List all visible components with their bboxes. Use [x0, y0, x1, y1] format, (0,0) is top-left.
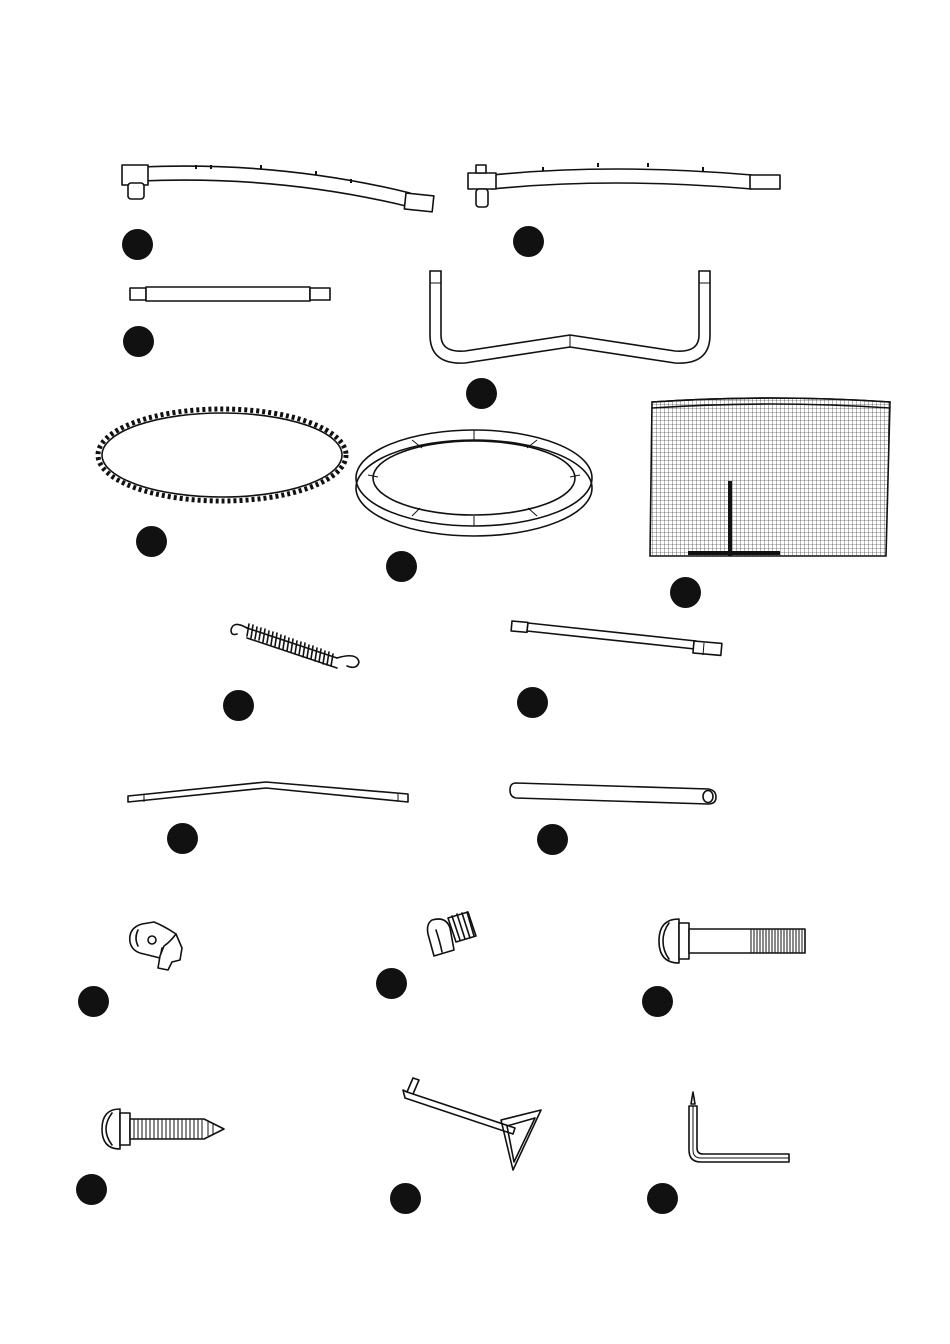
safety-pad-icon [352, 420, 597, 540]
enclosure-pole-icon [508, 615, 728, 660]
part-14-marker [642, 986, 673, 1017]
curved-frame-tube-t-joint-icon [462, 155, 792, 215]
safety-net-icon [640, 396, 895, 561]
part-9-marker [517, 687, 548, 718]
part-3-marker [123, 326, 154, 357]
bolt-icon [655, 915, 810, 967]
part-10-marker [167, 823, 198, 854]
part-6-marker [386, 551, 417, 582]
bent-rod-icon [124, 778, 414, 808]
jumping-mat-icon [95, 405, 350, 505]
spring-tool-icon [395, 1070, 555, 1175]
part-17-marker [647, 1183, 678, 1214]
w-leg-icon [425, 265, 720, 375]
spring-icon [225, 618, 365, 673]
part-8-marker [223, 690, 254, 721]
part-7-marker [670, 577, 701, 608]
part-1-marker [122, 229, 153, 260]
straight-tube-icon [128, 285, 334, 305]
allen-key-icon [685, 1092, 795, 1167]
part-16-marker [390, 1183, 421, 1214]
part-11-marker [537, 824, 568, 855]
foam-sleeve-icon [508, 780, 720, 808]
curved-frame-tube-icon [110, 155, 450, 225]
part-12-marker [78, 986, 109, 1017]
part-15-marker [76, 1174, 107, 1205]
part-5-marker [136, 526, 167, 557]
part-13-marker [376, 968, 407, 999]
pole-cap-icon [124, 918, 194, 978]
part-4-marker [466, 378, 497, 409]
end-cap-icon [420, 902, 490, 962]
screw-icon [100, 1105, 228, 1155]
part-2-marker [513, 226, 544, 257]
